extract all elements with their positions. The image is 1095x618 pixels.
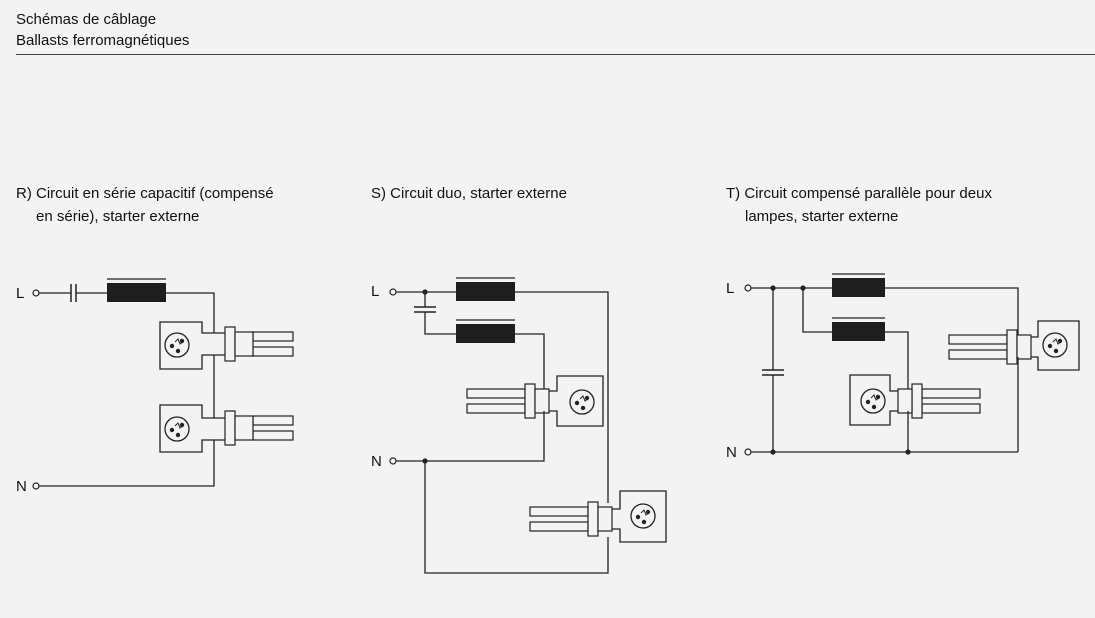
caption-circuit-s: S) Circuit duo, starter externe <box>371 182 691 205</box>
circuit-t-junction-n1 <box>770 449 776 455</box>
page-subtitle: Ballasts ferromagnétiques <box>16 32 190 49</box>
circuit-t-capacitor <box>762 369 784 376</box>
circuit-t-lamp-1 <box>948 329 1032 365</box>
circuit-r-starter-1 <box>159 321 214 370</box>
circuit-t-diagram: L N <box>726 273 1080 461</box>
circuit-t-lamp-2 <box>897 383 981 419</box>
circuit-s-capacitor <box>414 306 436 313</box>
caption-t-line2: lampes, starter externe <box>745 208 899 225</box>
caption-circuit-t: T) Circuit compensé parallèle pour deux … <box>726 182 1046 228</box>
caption-s-line1: S) Circuit duo, starter externe <box>371 185 567 202</box>
caption-r-line2: en série), starter externe <box>36 208 200 225</box>
caption-t-line1: T) Circuit compensé parallèle pour deux <box>726 185 992 202</box>
header-divider <box>16 54 1095 55</box>
circuit-s-terminal-l: L <box>371 283 379 300</box>
circuit-s-starter-2 <box>612 490 667 543</box>
circuit-s-diagram: L N <box>371 277 667 574</box>
circuit-t-terminal-n-node <box>744 448 752 456</box>
circuit-s-ballast-1 <box>456 277 515 301</box>
circuit-s-terminal-n-node <box>389 457 397 465</box>
circuit-r-ballast <box>107 278 166 302</box>
circuit-t-starter-2 <box>849 374 898 426</box>
circuit-t-terminal-l-node <box>744 284 752 292</box>
circuit-s-terminal-l-node <box>389 288 397 296</box>
circuit-s-terminal-n: N <box>371 453 382 470</box>
circuit-r-terminal-n: N <box>16 478 27 495</box>
circuit-r-terminal-l: L <box>16 285 24 302</box>
page-header: Schémas de câblage Ballasts ferromagnéti… <box>16 9 189 51</box>
circuit-t-terminal-l: L <box>726 280 734 297</box>
circuit-s-lamp-1 <box>466 383 550 419</box>
page-title: Schémas de câblage <box>16 11 157 28</box>
circuit-t-starter-1 <box>1031 320 1080 371</box>
circuit-t-ballast-1 <box>832 273 885 297</box>
circuit-t-terminal-n: N <box>726 444 737 461</box>
circuit-t-ballast-2 <box>832 317 885 341</box>
circuit-t-junction-n2 <box>905 449 911 455</box>
circuit-r-terminal-l-node <box>32 289 40 297</box>
caption-r-line1: R) Circuit en série capacitif (compensé <box>16 185 274 202</box>
circuit-r-lamp-2 <box>224 410 294 446</box>
circuit-r-diagram: L N <box>16 278 294 495</box>
caption-circuit-r: R) Circuit en série capacitif (compensé … <box>16 182 316 228</box>
circuit-r-terminal-n-node <box>32 482 40 490</box>
circuit-r-lamp-1 <box>224 326 294 362</box>
circuit-r-capacitor <box>70 284 77 302</box>
circuit-s-lamp-2 <box>529 501 613 537</box>
circuit-s-ballast-2 <box>456 319 515 343</box>
circuit-s-starter-1 <box>549 375 604 427</box>
circuit-r-starter-2 <box>159 404 214 453</box>
